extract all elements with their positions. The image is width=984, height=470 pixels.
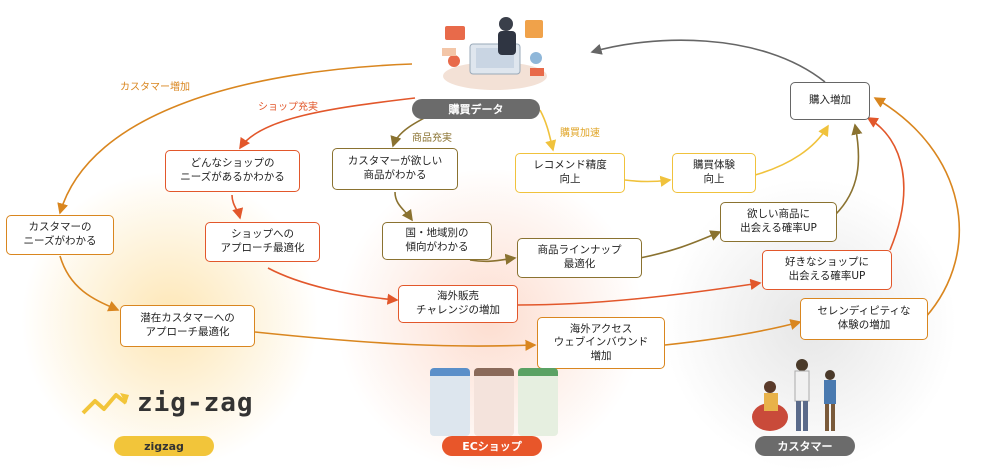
node-meet-product: 欲しい商品に 出会える確率UP (720, 202, 837, 242)
purchase-data-node: 購買データ (412, 99, 540, 119)
node-recommend: レコメンド精度 向上 (515, 153, 625, 193)
footer-zigzag: zigzag (114, 436, 214, 456)
storefront-icon (474, 368, 514, 436)
node-want-product: カスタマーが欲しい 商品がわかる (332, 148, 458, 190)
arrow-regional-to-lineup (469, 253, 517, 265)
arrow-overseas-to-meet-shop (517, 278, 762, 306)
footer-customer: カスタマー (755, 436, 855, 456)
label-customer-increase: カスタマー増加 (120, 82, 190, 93)
node-approach-shop: ショップへの アプローチ最適化 (205, 222, 320, 262)
node-serendipity: セレンディピティな 体験の増加 (800, 298, 928, 340)
arrow-data-to-customer-needs (57, 63, 413, 215)
node-lineup: 商品ラインナップ 最適化 (517, 238, 642, 278)
arrow-data-to-needs-shop (239, 97, 416, 150)
arrow-needs-shop-to-approach (231, 194, 244, 220)
node-regional: 国・地域別の 傾向がわかる (382, 222, 492, 260)
zigzag-arrow-logo-icon (80, 385, 132, 425)
node-meet-shop: 好きなショップに 出会える確率UP (762, 250, 892, 290)
label-purchase-accel: 購買加速 (560, 128, 600, 139)
node-overseas-sales: 海外販売 チャレンジの増加 (398, 285, 518, 323)
arrow-approach-to-overseas (267, 267, 399, 305)
arrow-serendipity-to-purchase (873, 97, 961, 319)
storefront-icon (430, 368, 470, 436)
arrow-experience-to-purchase (754, 124, 829, 176)
arrow-meet-product-to-purchase (834, 123, 863, 216)
node-approach-potential: 潜在カスタマーへの アプローチ最適化 (120, 305, 255, 347)
arrow-data-to-recommend (539, 109, 557, 152)
footer-ec-shop: ECショップ (442, 436, 542, 456)
people-using-phones-icon (750, 355, 850, 435)
arrow-recommend-to-experience (624, 175, 672, 187)
node-overseas-access: 海外アクセス ウェブインバウンド 増加 (537, 317, 665, 369)
arrow-lineup-to-meet-product (639, 230, 722, 259)
arrow-approach-to-access (254, 331, 537, 351)
zigzag-wordmark: zig-zag (137, 388, 254, 418)
node-experience: 購買体験 向上 (672, 153, 756, 193)
node-purchase-up: 購入増加 (790, 82, 870, 120)
flow-arrows (57, 39, 961, 351)
arrow-access-to-serendipity (664, 319, 802, 346)
arrow-customer-needs-to-approach (59, 255, 120, 312)
person-at-laptop-icon (440, 6, 550, 94)
label-shop-expansion: ショップ充実 (258, 102, 318, 113)
node-needs-shop: どんなショップの ニーズがあるかわかる (165, 150, 300, 192)
node-customer-needs: カスタマーの ニーズがわかる (6, 215, 114, 255)
arrow-meet-shop-to-purchase (866, 117, 905, 251)
arrow-want-product-to-regional (394, 191, 413, 222)
label-product-expansion: 商品充実 (412, 133, 452, 144)
storefront-icon (518, 368, 558, 436)
arrow-purchase-to-data (590, 39, 826, 83)
